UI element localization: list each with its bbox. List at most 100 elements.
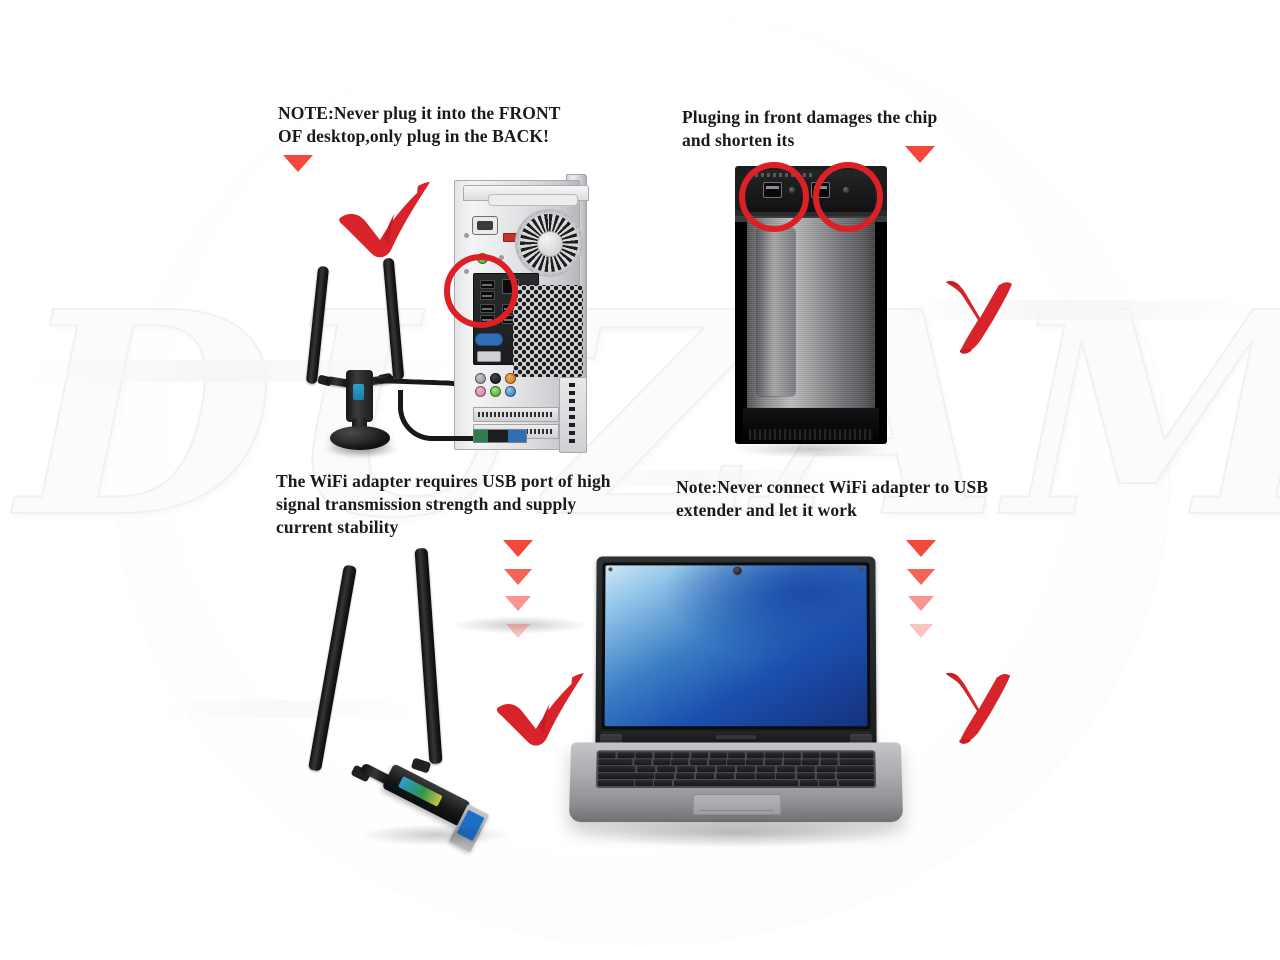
arrow-down-top-left bbox=[283, 155, 313, 172]
lid-sensor-left bbox=[608, 567, 613, 572]
key bbox=[776, 773, 795, 780]
keyboard-row bbox=[598, 752, 874, 759]
check-mark-top-left bbox=[339, 182, 430, 258]
key bbox=[716, 766, 736, 773]
key bbox=[715, 773, 735, 780]
key bbox=[708, 759, 726, 766]
audio-jack-pink bbox=[475, 386, 486, 397]
vga-port bbox=[475, 333, 503, 346]
check-mark-bottom-left bbox=[496, 673, 584, 746]
key bbox=[654, 752, 672, 759]
arrow-down-br-3 bbox=[908, 596, 934, 611]
laptop-base bbox=[568, 742, 904, 823]
adapter-body bbox=[346, 370, 373, 422]
caption-bottom-right-line-1: Note:Never connect WiFi adapter to USB bbox=[676, 477, 989, 497]
screw-2 bbox=[464, 233, 469, 238]
arrow-down-bl-1 bbox=[503, 540, 533, 557]
caption-top-left-line-1: NOTE:Never plug it into the FRONT bbox=[278, 103, 561, 123]
key bbox=[652, 759, 670, 766]
audio-jack-orange bbox=[505, 373, 516, 384]
audio-jack-blue bbox=[505, 386, 516, 397]
power-socket bbox=[472, 216, 498, 235]
front-drive-door bbox=[757, 228, 795, 396]
key bbox=[676, 766, 696, 773]
dock-base bbox=[330, 426, 390, 450]
key bbox=[819, 780, 837, 786]
key bbox=[636, 766, 656, 773]
key bbox=[690, 759, 708, 766]
key bbox=[838, 780, 875, 786]
key bbox=[756, 773, 775, 780]
laptop-touchpad bbox=[692, 793, 782, 816]
desktop-tower-front bbox=[733, 162, 889, 458]
key bbox=[746, 752, 764, 759]
tower-handle bbox=[488, 194, 578, 206]
arrow-down-bl-4 bbox=[506, 624, 530, 638]
key bbox=[598, 759, 633, 766]
honeycomb-vent bbox=[513, 285, 583, 377]
stick-antenna-left bbox=[308, 564, 357, 772]
exhaust-fan-grille bbox=[515, 209, 583, 277]
arrow-down-br-2 bbox=[907, 569, 935, 585]
cross-mark-top-right bbox=[946, 281, 1012, 354]
keyboard-row bbox=[598, 759, 874, 766]
space-key bbox=[673, 780, 799, 786]
front-port-highlight-circle-1 bbox=[739, 162, 809, 232]
key bbox=[820, 752, 838, 759]
bottom-card bbox=[473, 429, 527, 443]
adapter-cable-to-tower bbox=[398, 390, 473, 441]
front-port-highlight-circle-2 bbox=[813, 162, 883, 232]
lid-sensor-right bbox=[859, 567, 864, 572]
desktop-tower-rear bbox=[398, 168, 590, 634]
caption-top-left-line-2: OF desktop,only plug in the BACK! bbox=[278, 126, 550, 146]
key bbox=[776, 766, 796, 773]
caption-bottom-left: The WiFi adapter requires USB port of hi… bbox=[276, 470, 636, 539]
laptop-computer bbox=[568, 556, 904, 848]
arrow-down-br-4 bbox=[909, 624, 933, 638]
laptop-shadow bbox=[576, 818, 896, 848]
arrow-down-br-1 bbox=[906, 540, 936, 557]
caption-bottom-right-line-2: extender and let it work bbox=[676, 500, 857, 520]
tower-top-edge bbox=[463, 185, 589, 206]
key bbox=[796, 766, 816, 773]
key bbox=[597, 780, 634, 786]
key bbox=[672, 752, 690, 759]
key bbox=[598, 752, 616, 759]
key bbox=[598, 766, 636, 773]
caption-top-right: Pluging in front damages the chip and sh… bbox=[682, 106, 1002, 152]
key bbox=[736, 773, 755, 780]
webcam bbox=[732, 566, 742, 576]
screw-1 bbox=[499, 255, 504, 260]
laptop-lid bbox=[595, 556, 877, 747]
key bbox=[796, 773, 816, 780]
key bbox=[634, 759, 652, 766]
audio-jack-gray bbox=[475, 373, 486, 384]
dvi-port bbox=[477, 351, 501, 362]
key bbox=[696, 766, 716, 773]
caption-bottom-right: Note:Never connect WiFi adapter to USB e… bbox=[676, 476, 1016, 522]
key bbox=[816, 766, 836, 773]
caption-top-left: NOTE:Never plug it into the FRONT OF des… bbox=[278, 102, 578, 148]
key bbox=[709, 752, 727, 759]
keyboard-row bbox=[598, 773, 874, 780]
key bbox=[635, 780, 653, 786]
wallpaper-swoosh-3 bbox=[604, 643, 868, 727]
key bbox=[671, 759, 689, 766]
slot-rail bbox=[559, 377, 587, 453]
key bbox=[746, 759, 764, 766]
caption-bottom-left-line-2: signal transmission strength and supply bbox=[276, 494, 577, 514]
key bbox=[617, 752, 635, 759]
key bbox=[802, 752, 820, 759]
keyboard-row bbox=[598, 766, 874, 773]
key bbox=[727, 759, 745, 766]
key bbox=[839, 759, 874, 766]
caption-top-right-line-2: and shorten its bbox=[682, 130, 795, 150]
key bbox=[836, 766, 874, 773]
key bbox=[756, 766, 776, 773]
key bbox=[839, 752, 874, 759]
cross-mark-bottom-right bbox=[945, 672, 1011, 744]
caption-bottom-left-line-3: current stability bbox=[276, 517, 399, 537]
key bbox=[736, 766, 756, 773]
front-base-vent bbox=[743, 408, 879, 444]
